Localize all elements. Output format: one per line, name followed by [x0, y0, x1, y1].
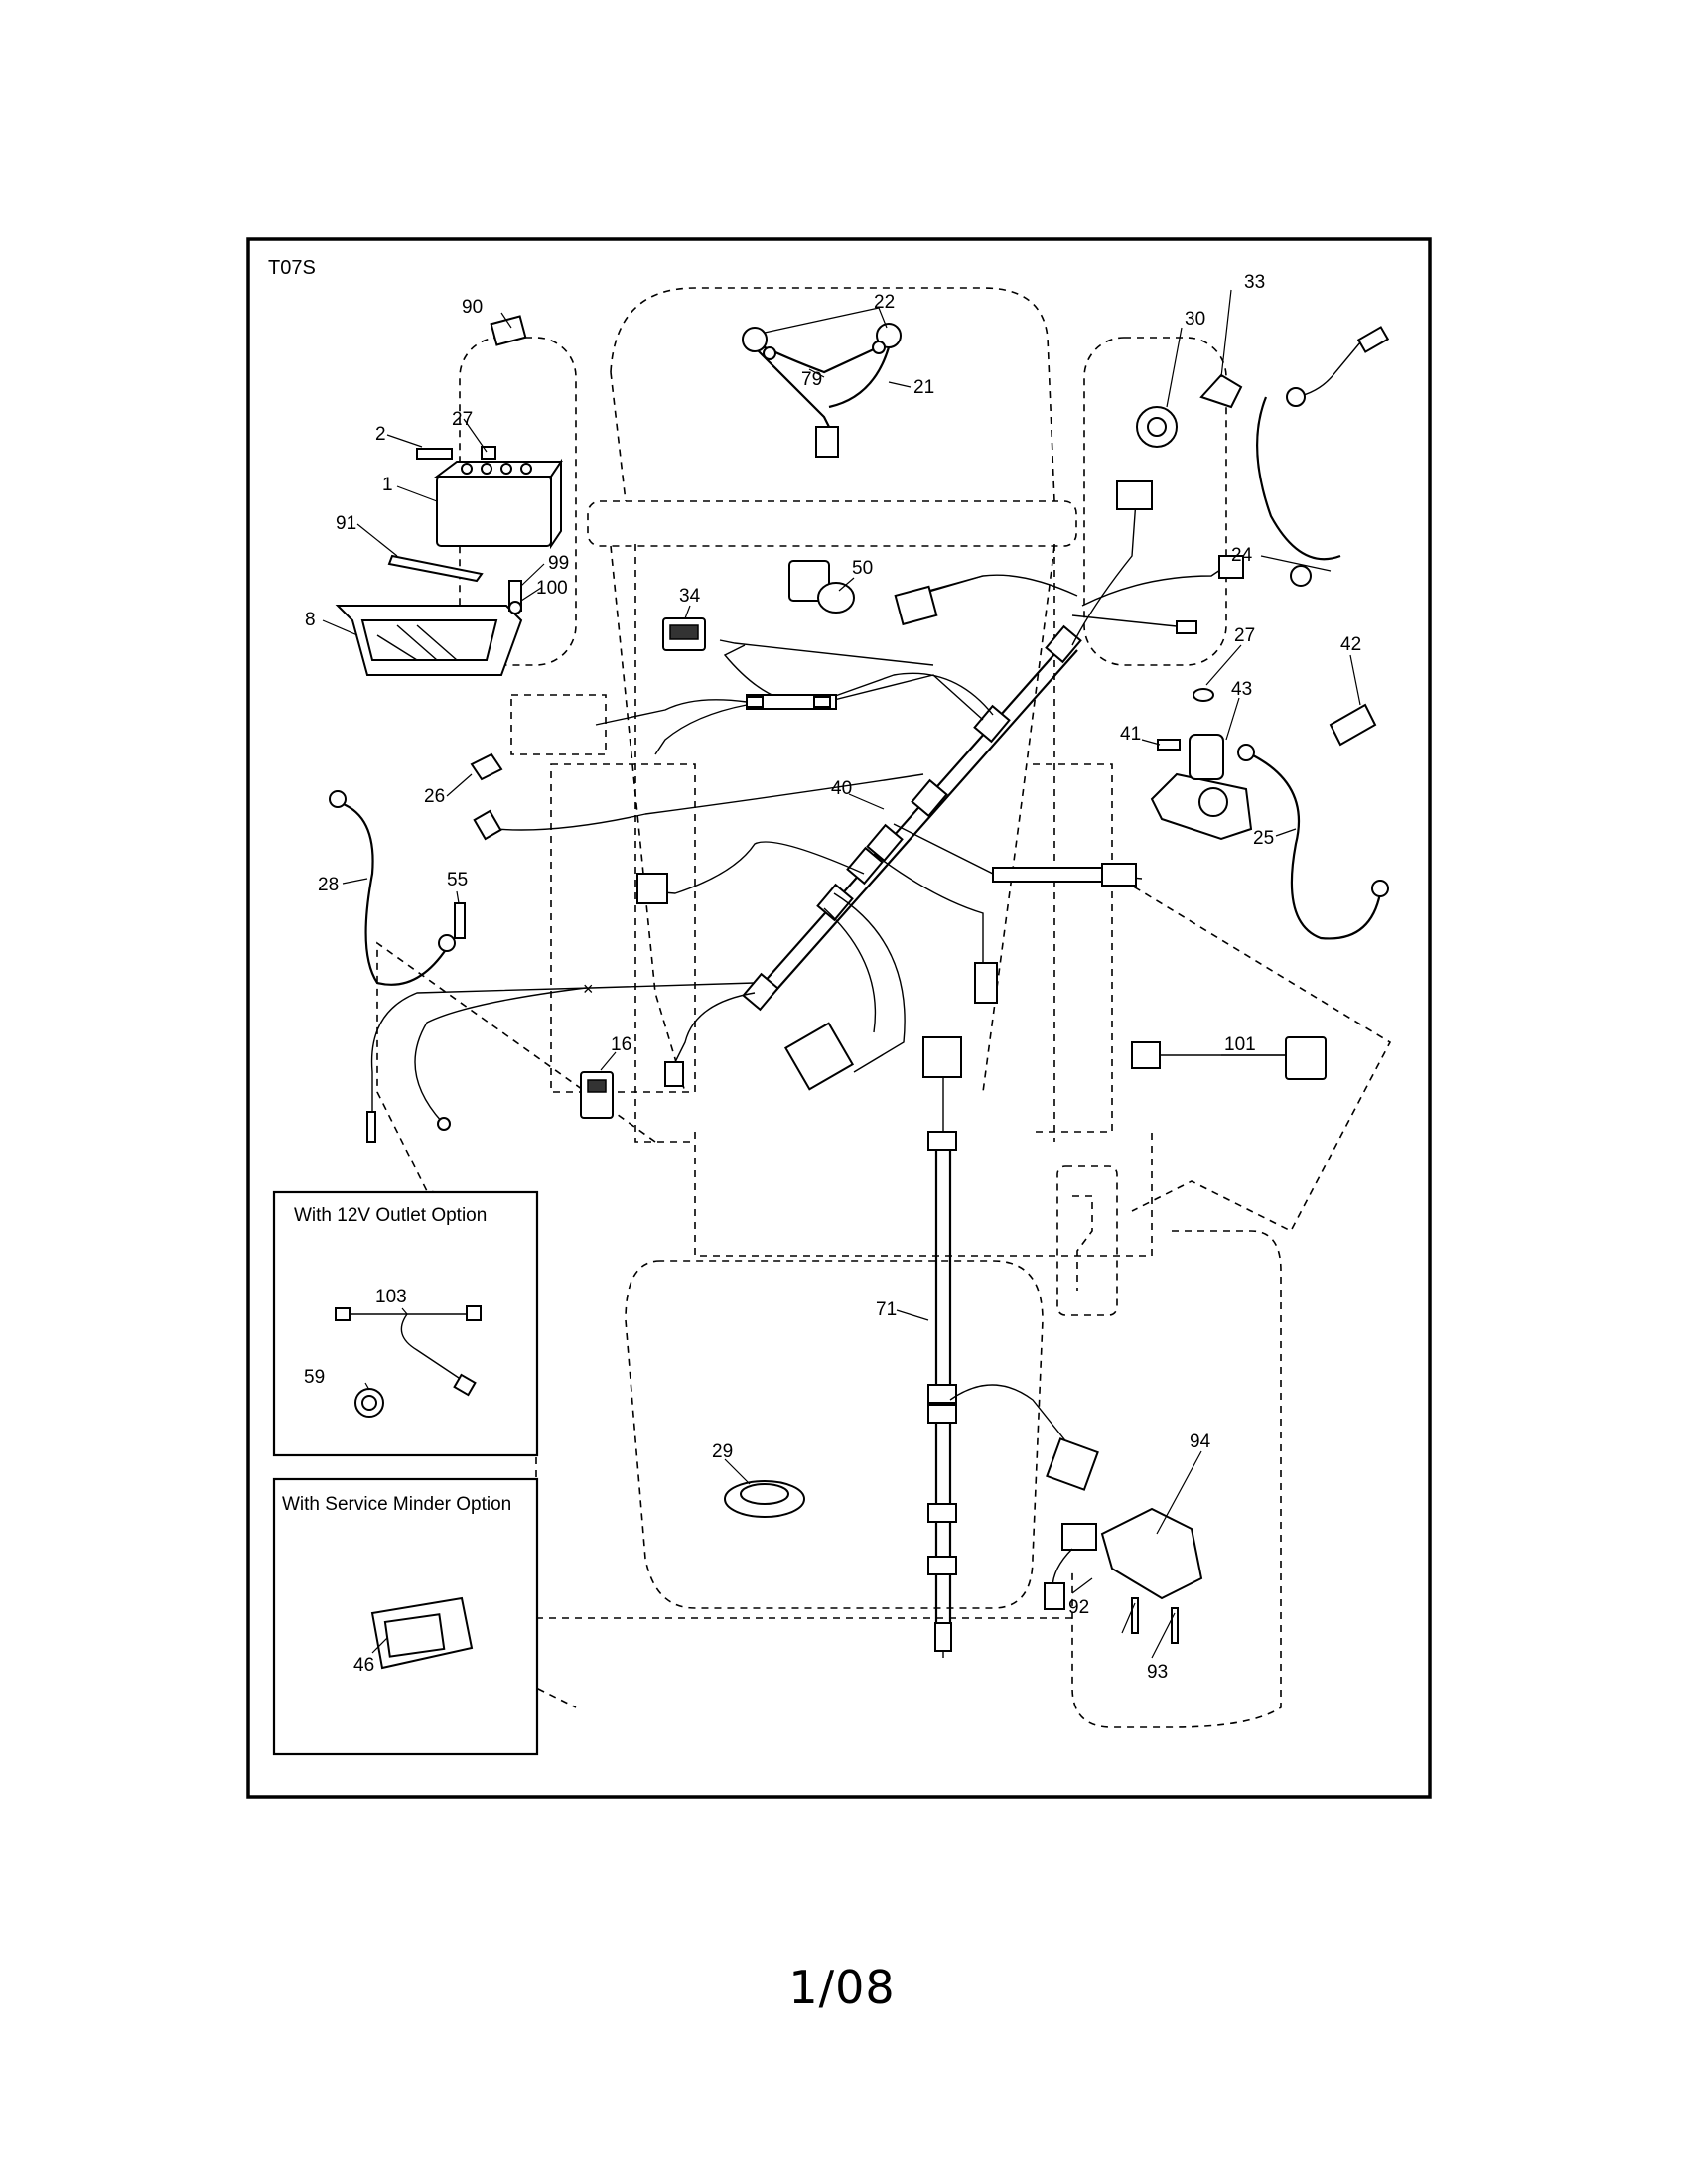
callout-101: 101: [1224, 1034, 1256, 1055]
callout-59: 59: [304, 1367, 325, 1388]
wire-harness-40: ×: [366, 480, 1244, 1143]
callout-94: 94: [1190, 1432, 1211, 1452]
callout-27-right: 27: [1234, 625, 1255, 646]
callout-22: 22: [874, 292, 895, 313]
wire-harness-71: [922, 1036, 1099, 1658]
callout-93: 93: [1147, 1662, 1168, 1683]
callout-24: 24: [1231, 545, 1253, 566]
callout-33: 33: [1244, 272, 1265, 293]
starter-solenoid: [1150, 688, 1389, 940]
callout-50: 50: [852, 558, 873, 579]
diagram-code: T07S: [268, 257, 316, 279]
callout-79: 79: [801, 369, 822, 390]
callout-28: 28: [318, 875, 339, 895]
page-number: 1/08: [788, 1961, 896, 2014]
callout-100: 100: [536, 578, 568, 599]
callout-99: 99: [548, 553, 569, 574]
callout-27-top: 27: [452, 409, 473, 430]
battery-cable-24: [1256, 326, 1390, 587]
callout-30: 30: [1185, 309, 1205, 330]
callout-26: 26: [424, 786, 445, 807]
leader-lines: [322, 289, 1361, 1659]
callout-41: 41: [1120, 724, 1141, 745]
callout-91: 91: [336, 513, 356, 534]
battery-assembly: [335, 315, 563, 676]
callout-46: 46: [353, 1655, 374, 1676]
callout-90: 90: [462, 297, 483, 318]
callout-43: 43: [1231, 679, 1252, 700]
headlight-harness: [742, 323, 902, 458]
callout-34: 34: [679, 586, 701, 607]
inset-12v-outlet: With 12V Outlet Option: [272, 1190, 539, 1457]
inset-service-minder: With Service Minder Option: [272, 1477, 539, 1756]
diagram-frame: [246, 237, 1432, 1799]
callout-8: 8: [305, 610, 316, 630]
callout-labels: 90 22 79 21 30 33 27 2 1 91 99 100 8 34 …: [304, 272, 1361, 1683]
callout-103: 103: [375, 1287, 407, 1307]
switch-and-lamp: [662, 560, 855, 651]
inset-service-minder-title: With Service Minder Option: [282, 1494, 511, 1515]
ignition-switch: [1136, 373, 1243, 448]
inset-12v-title: With 12V Outlet Option: [294, 1205, 487, 1226]
callout-42: 42: [1340, 634, 1361, 655]
callout-2: 2: [375, 424, 386, 445]
grommet-29: [724, 1480, 805, 1518]
svg-text:×: ×: [583, 979, 594, 999]
pto-switch-assembly: [1044, 1507, 1203, 1644]
seat-switch: [580, 1071, 614, 1119]
callout-21: 21: [913, 377, 934, 398]
callout-25: 25: [1253, 828, 1274, 849]
callout-92: 92: [1068, 1597, 1089, 1618]
callout-71: 71: [876, 1299, 897, 1320]
fuse-and-ground: [329, 752, 503, 986]
callout-55: 55: [447, 870, 468, 890]
callout-16: 16: [611, 1034, 632, 1055]
callout-1: 1: [382, 475, 393, 495]
callout-29: 29: [712, 1441, 733, 1462]
callout-40: 40: [831, 778, 852, 799]
